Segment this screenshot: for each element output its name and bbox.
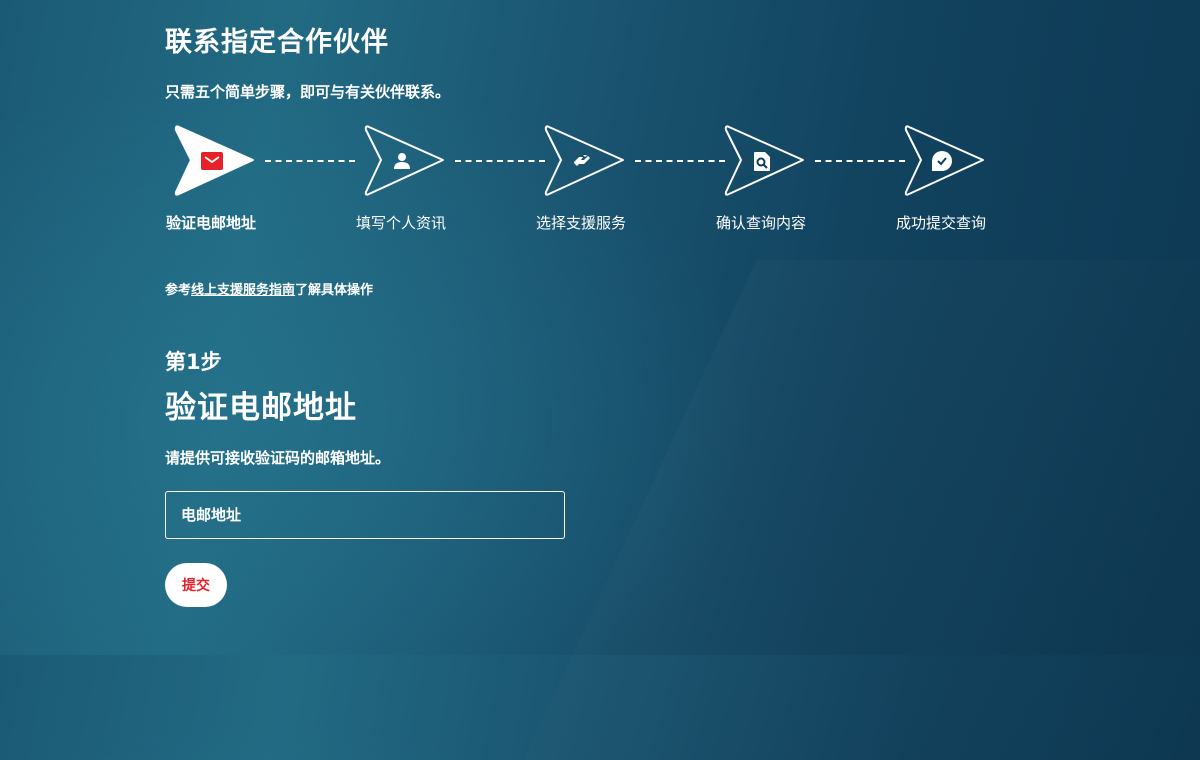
step-label: 选择支援服务 <box>536 214 627 232</box>
step-connector <box>265 160 355 162</box>
step-confirm-query: 确认查询内容 <box>715 124 825 236</box>
step-arrow-shape <box>544 125 624 196</box>
help-suffix: 了解具体操作 <box>295 283 374 298</box>
chat-check-icon <box>931 150 953 172</box>
step-connector <box>815 160 905 162</box>
help-prefix: 参考 <box>165 283 192 298</box>
step-arrow-shape <box>364 125 444 196</box>
page-subtitle: 只需五个简单步骤，即可与有关伙伴联系。 <box>165 83 451 101</box>
document-search-icon <box>751 150 773 172</box>
submit-button[interactable]: 提交 <box>165 563 227 607</box>
step-submit-success: 成功提交查询 <box>895 124 1005 236</box>
user-icon <box>391 150 413 172</box>
step-connector <box>455 160 545 162</box>
current-step-number: 第1步 <box>165 350 222 374</box>
help-text: 参考线上支援服务指南了解具体操作 <box>165 279 373 298</box>
step-arrow-shape <box>724 125 804 196</box>
progress-stepper: 验证电邮地址 填写个人资讯 选择支援服务 <box>165 124 1005 236</box>
current-step-title: 验证电邮地址 <box>165 390 357 426</box>
page-title: 联系指定合作伙伴 <box>165 27 389 58</box>
step-label: 填写个人资讯 <box>356 214 447 232</box>
step-arrow-shape <box>904 125 984 196</box>
online-support-guide-link[interactable]: 线上支援服务指南 <box>191 283 296 298</box>
background-decoration <box>523 260 1200 760</box>
envelope-icon <box>201 150 223 172</box>
step-connector <box>635 160 725 162</box>
step-label: 验证电邮地址 <box>166 214 257 232</box>
step-label: 确认查询内容 <box>716 214 807 232</box>
email-input[interactable] <box>166 492 564 538</box>
current-step-description: 请提供可接收验证码的邮箱地址。 <box>165 449 391 467</box>
step-verify-email: 验证电邮地址 <box>165 124 275 236</box>
step-label: 成功提交查询 <box>896 214 987 232</box>
step-personal-info: 填写个人资讯 <box>355 124 465 236</box>
step-select-service: 选择支援服务 <box>535 124 645 236</box>
handshake-icon <box>571 150 593 172</box>
email-field[interactable] <box>165 491 565 539</box>
